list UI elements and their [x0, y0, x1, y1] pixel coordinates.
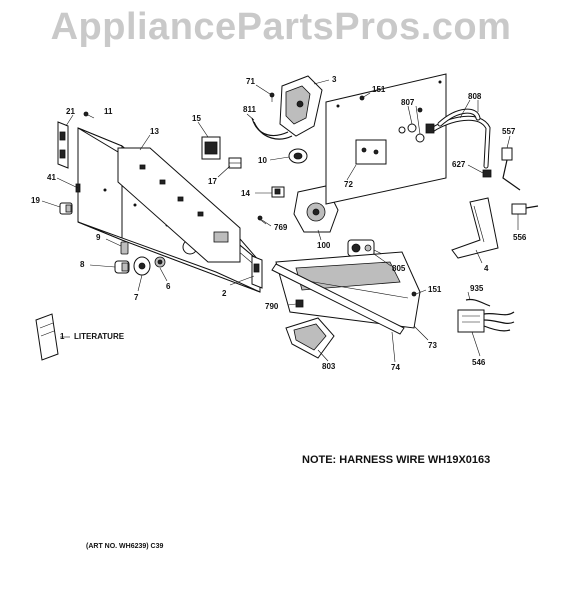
label-part-769: 769 [274, 223, 288, 232]
wire-part-935[interactable] [465, 298, 491, 307]
label-part-72: 72 [344, 180, 353, 189]
label-part-11: 11 [104, 107, 113, 116]
dispenser-part-803[interactable] [285, 317, 335, 359]
screw-part-769[interactable] [257, 215, 267, 225]
label-part-15: 15 [192, 114, 201, 123]
knob-part-19[interactable] [59, 202, 73, 215]
screw-part-151-lower[interactable] [411, 289, 427, 297]
label-part-151-lower: 151 [428, 285, 442, 294]
label-part-935: 935 [470, 284, 484, 293]
label-part-807: 807 [401, 98, 415, 107]
wire-part-811[interactable] [251, 117, 293, 140]
knob-part-8[interactable] [114, 260, 130, 274]
button-part-9[interactable] [120, 241, 129, 255]
literature-part-1[interactable] [35, 313, 59, 361]
label-part-6: 6 [166, 282, 171, 291]
label-literature: LITERATURE [74, 332, 125, 341]
clip-part-627[interactable] [482, 169, 492, 178]
label-part-3: 3 [332, 75, 337, 84]
label-part-7: 7 [134, 293, 139, 302]
art-number: (ART NO. WH6239) C39 [86, 543, 164, 550]
label-part-151-top: 151 [372, 85, 386, 94]
end-cap-part-21[interactable] [57, 121, 69, 169]
label-part-21: 21 [66, 107, 75, 116]
end-cap-part-2[interactable] [251, 255, 263, 289]
harness-wire-note: NOTE: HARNESS WIRE WH19X0163 [302, 454, 491, 466]
knob-part-6[interactable] [154, 256, 166, 268]
label-part-805: 805 [392, 264, 406, 273]
label-part-556: 556 [513, 233, 527, 242]
pressure-switch-part-10[interactable] [288, 148, 308, 164]
leader-lines [41, 79, 519, 363]
label-part-74: 74 [391, 363, 400, 372]
label-part-803: 803 [322, 362, 336, 371]
hoses-part-808[interactable] [425, 108, 491, 169]
strip-part-74[interactable] [271, 263, 405, 335]
bracket-part-3[interactable] [279, 75, 323, 137]
switch-part-15[interactable] [201, 136, 221, 160]
label-part-811: 811 [243, 105, 256, 114]
label-part-100: 100 [317, 241, 331, 250]
screw-part-11[interactable] [83, 111, 95, 119]
switch-part-17[interactable] [228, 157, 242, 169]
label-part-9: 9 [96, 233, 101, 242]
label-part-8: 8 [80, 260, 85, 269]
harness-part-546[interactable] [457, 309, 515, 333]
connector-part-557[interactable] [501, 147, 521, 191]
label-part-19: 19 [31, 196, 40, 205]
clip-part-790[interactable] [295, 299, 304, 308]
label-part-17: 17 [208, 177, 217, 186]
label-part-4: 4 [484, 264, 489, 273]
label-part-808: 808 [468, 92, 482, 101]
label-part-13: 13 [150, 127, 159, 136]
label-part-73: 73 [428, 341, 437, 350]
label-part-627: 627 [452, 160, 466, 169]
label-part-10: 10 [258, 156, 267, 165]
label-part-557: 557 [502, 127, 516, 136]
connector-part-556[interactable] [511, 203, 539, 215]
label-part-1: 1 [60, 332, 65, 341]
watermark-text: AppliancePartsPros.com [50, 6, 512, 48]
screw-part-71[interactable] [269, 92, 275, 102]
dial-part-7[interactable] [133, 256, 151, 276]
label-part-71: 71 [246, 77, 255, 86]
screw-part-151-top[interactable] [359, 92, 371, 101]
label-part-790: 790 [265, 302, 279, 311]
bracket-part-4[interactable] [451, 197, 499, 259]
label-part-41: 41 [47, 173, 56, 182]
panel-frame-part-13[interactable] [117, 147, 241, 263]
part-labels: 21 11 13 41 19 9 8 7 6 2 1 LITERATURE 15… [31, 75, 527, 372]
label-part-2: 2 [222, 289, 227, 298]
switch-part-14[interactable] [271, 186, 285, 198]
label-part-14: 14 [241, 189, 250, 198]
label-part-546: 546 [472, 358, 486, 367]
